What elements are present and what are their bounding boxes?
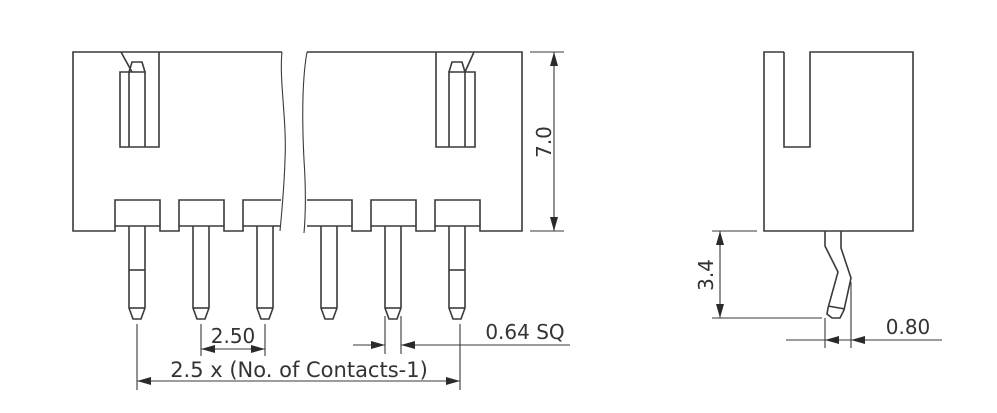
left-latch [119,51,160,148]
pin-6 [448,226,466,320]
pin-4 [320,226,338,320]
front-view-left-body [72,51,286,232]
pin-5 [384,226,402,320]
dimension-overall-label: 2.5 x (No. of Contacts-1) [170,358,428,382]
dimension-height: 7.0 [530,51,564,232]
dimension-pitch: 2.50 [200,324,266,356]
right-latch [435,51,476,148]
dimension-pin-offset: 0.80 [786,282,942,348]
dimension-pin-offset-label: 0.80 [886,315,931,339]
dimension-pin-size: 0.64 SQ [353,316,570,354]
dimension-height-label: 7.0 [532,126,556,158]
dimension-pin-length-label: 3.4 [694,259,718,291]
front-view-right-body [302,51,523,234]
side-view-body [763,51,914,232]
dimension-overall: 2.5 x (No. of Contacts-1) [136,324,461,390]
dimension-pitch-label: 2.50 [211,324,256,348]
pin-1 [128,226,146,320]
dimension-pin-size-label: 0.64 SQ [485,320,564,344]
pin-3 [256,226,274,320]
pins [128,226,466,320]
side-view-pin [824,231,852,319]
dimension-pin-length: 3.4 [694,230,822,319]
pin-2 [192,226,210,320]
